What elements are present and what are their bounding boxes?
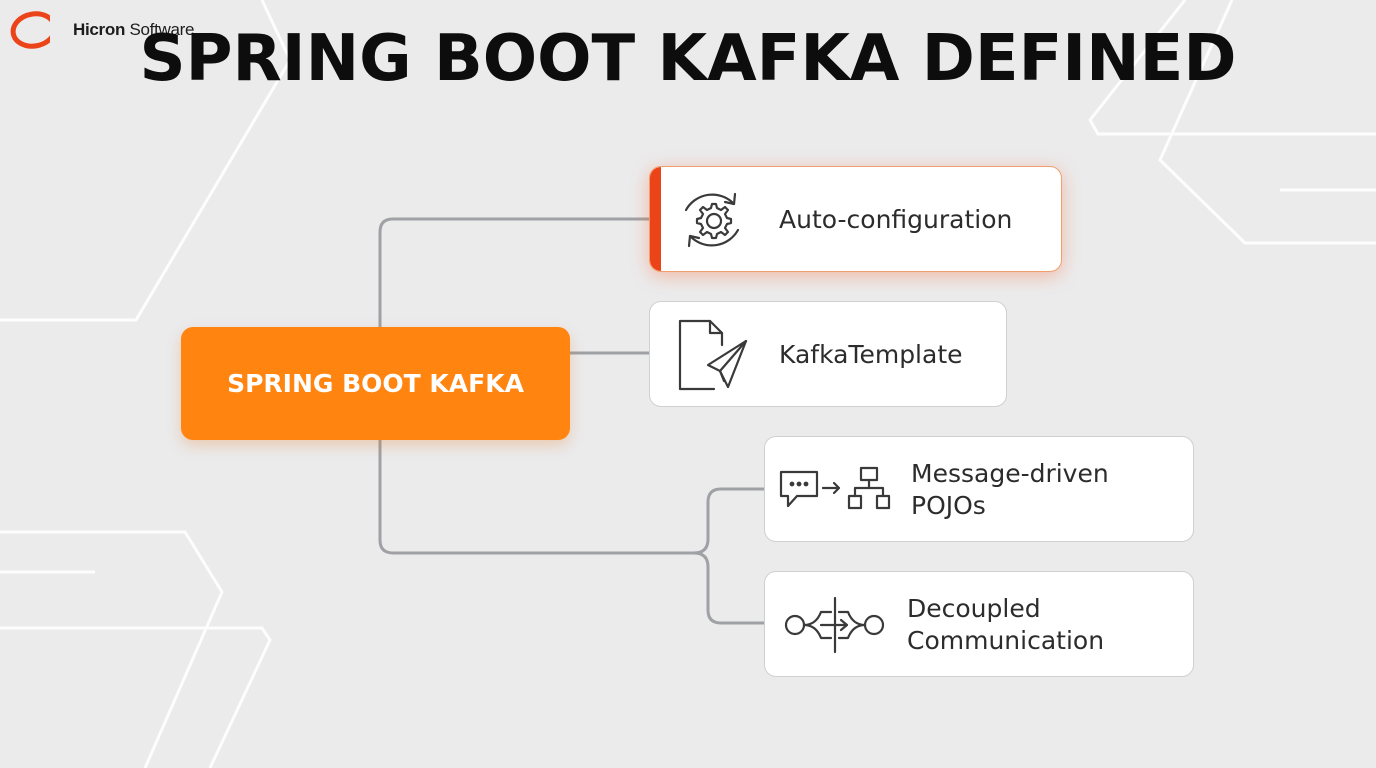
document-paper-plane-icon — [678, 319, 748, 391]
page-title: SPRING BOOT KAFKA DEFINED — [139, 22, 1237, 96]
connector-auto-configuration — [378, 217, 651, 329]
card-label: KafkaTemplate — [779, 340, 963, 369]
card-label-line-2: Communication — [907, 626, 1105, 655]
chat-to-hierarchy-icon — [779, 466, 891, 510]
card-kafka-template: KafkaTemplate — [649, 301, 1007, 407]
card-label-line-1: Message-driven — [911, 459, 1109, 488]
connector-decoupled — [692, 551, 766, 625]
decoupled-nodes-icon — [784, 596, 885, 654]
brand-logo: Hicron Software — [10, 10, 194, 50]
card-auto-configuration: Auto-configuration — [649, 166, 1062, 272]
card-decoupled-communication: Decoupled Communication — [764, 571, 1194, 677]
hicron-logo-icon — [10, 11, 50, 49]
card-accent-bar — [650, 167, 661, 271]
hub-spring-boot-kafka: SPRING BOOT KAFKA — [181, 327, 570, 440]
hub-label: SPRING BOOT KAFKA — [227, 369, 524, 398]
card-label-line-1: Decoupled — [907, 594, 1041, 623]
connector-trunk — [378, 438, 696, 555]
card-label-line-2: POJOs — [911, 491, 986, 520]
brand-name: Hicron Software — [73, 20, 195, 39]
connector-message-driven — [692, 487, 766, 555]
card-message-driven-pojos: Message-driven POJOs — [764, 436, 1194, 542]
gear-cycle-icon — [684, 192, 740, 248]
card-label: Auto-configuration — [779, 205, 1013, 234]
